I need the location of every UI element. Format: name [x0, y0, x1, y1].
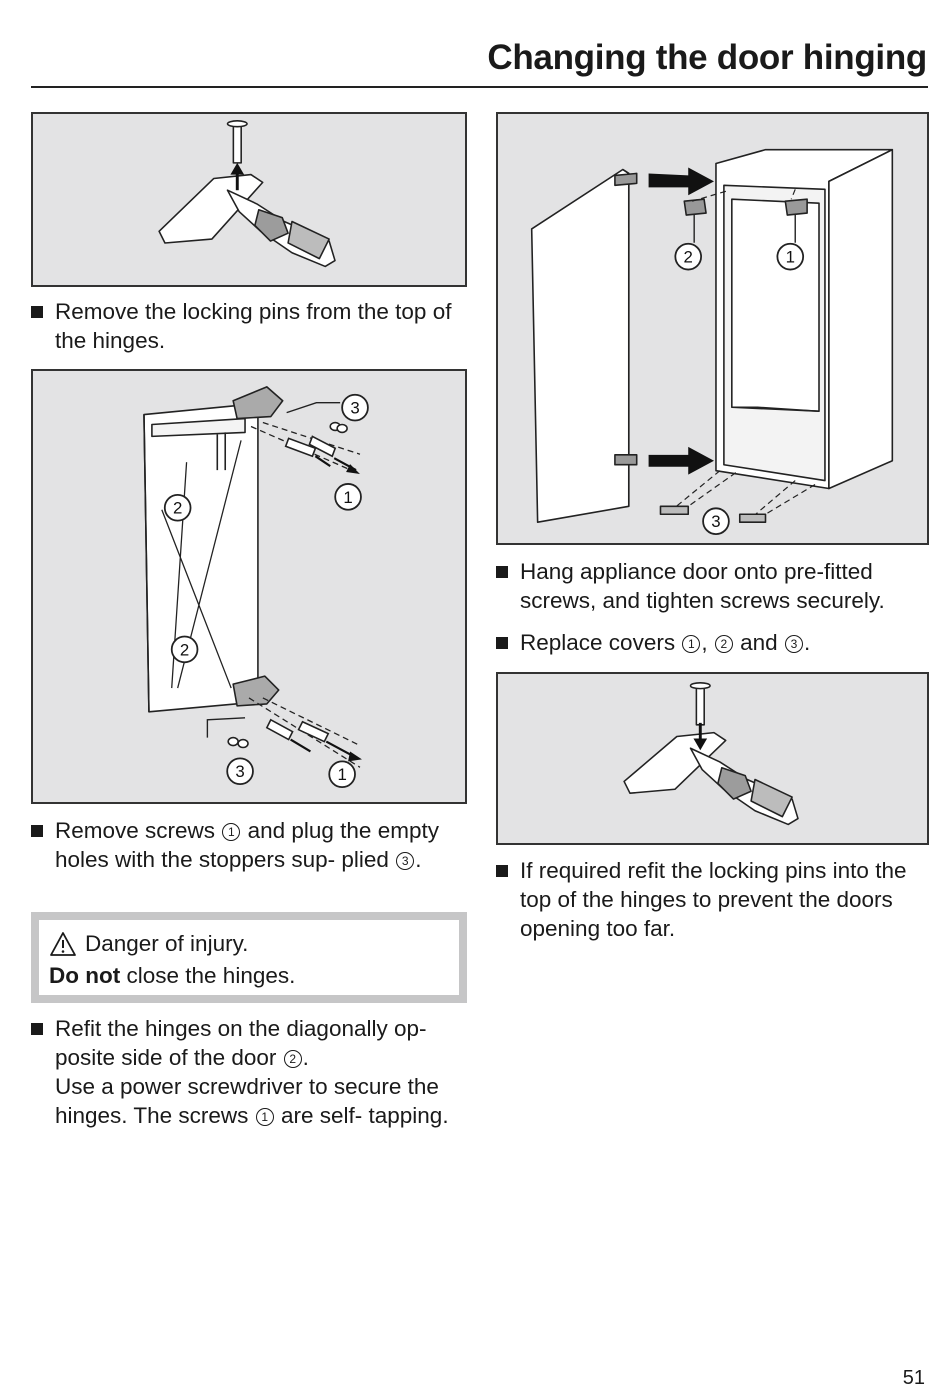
bullet-square — [496, 637, 508, 649]
bullet-square — [496, 865, 508, 877]
step-text: Hang appliance door onto pre-fitted scre… — [520, 559, 885, 613]
warning-body: Do not close the hinges. — [49, 963, 296, 988]
step-text: Refit the hinges on the diagonally op- p… — [55, 1016, 449, 1128]
callout-label: 2 — [180, 640, 189, 659]
ref-1: 1 — [222, 823, 241, 841]
ref-2: 2 — [283, 1050, 302, 1068]
step-hang-door: Hang appliance door onto pre-fitted scre… — [496, 557, 936, 615]
step-text: Remove screws 1 and plug the empty holes… — [55, 818, 439, 872]
appliance-door-illustration: 2 1 3 — [530, 148, 894, 535]
title-rule — [31, 86, 928, 88]
callout-label: 2 — [173, 499, 182, 518]
callout-label: 2 — [684, 248, 693, 267]
step-refit-locking-pins: If required refit the locking pins into … — [496, 856, 936, 943]
figure-hang-door: 2 1 3 — [496, 112, 929, 545]
warning-heading: Danger of injury. — [85, 931, 249, 956]
page-title: Changing the door hinging — [487, 38, 927, 77]
figure-refit-locking-pin — [496, 672, 929, 845]
bullet-square — [31, 1023, 43, 1035]
door-hinge-illustration: 3 1 2 2 3 1 — [143, 386, 369, 789]
ref-3: 3 — [396, 852, 415, 870]
bullet-square — [496, 566, 508, 578]
hinge-illustration — [158, 120, 336, 268]
ref-2: 2 — [714, 635, 733, 653]
step-text: If required refit the locking pins into … — [520, 858, 907, 941]
ref-3: 3 — [784, 635, 803, 653]
callout-label: 1 — [343, 488, 352, 507]
callout-label: 3 — [235, 762, 244, 781]
ref-1: 1 — [682, 635, 701, 653]
warning-triangle-icon — [50, 932, 76, 956]
figure-door-hinge-screws: 3 1 2 2 3 1 — [31, 369, 467, 804]
bullet-square — [31, 825, 43, 837]
page-number: 51 — [902, 1367, 925, 1389]
step-replace-covers: Replace covers 1, 2 and 3. — [496, 628, 936, 657]
figure-hinge-pin-removal — [31, 112, 467, 287]
ref-1: 1 — [255, 1108, 274, 1126]
bullet-square — [31, 306, 43, 318]
step-remove-locking-pins: Remove the locking pins from the top of … — [31, 297, 471, 355]
callout-label: 1 — [786, 248, 795, 267]
warning-box: Danger of injury. Do not close the hinge… — [31, 912, 467, 1003]
step-text: Remove the locking pins from the top of … — [55, 299, 452, 353]
callout-label: 1 — [337, 765, 346, 784]
hinge-illustration — [623, 682, 799, 826]
callout-label: 3 — [711, 512, 720, 531]
step-refit-hinges: Refit the hinges on the diagonally op- p… — [31, 1014, 471, 1130]
callout-label: 3 — [350, 399, 359, 418]
step-text: Replace covers 1, 2 and 3. — [520, 630, 811, 655]
step-remove-screws: Remove screws 1 and plug the empty holes… — [31, 816, 471, 874]
